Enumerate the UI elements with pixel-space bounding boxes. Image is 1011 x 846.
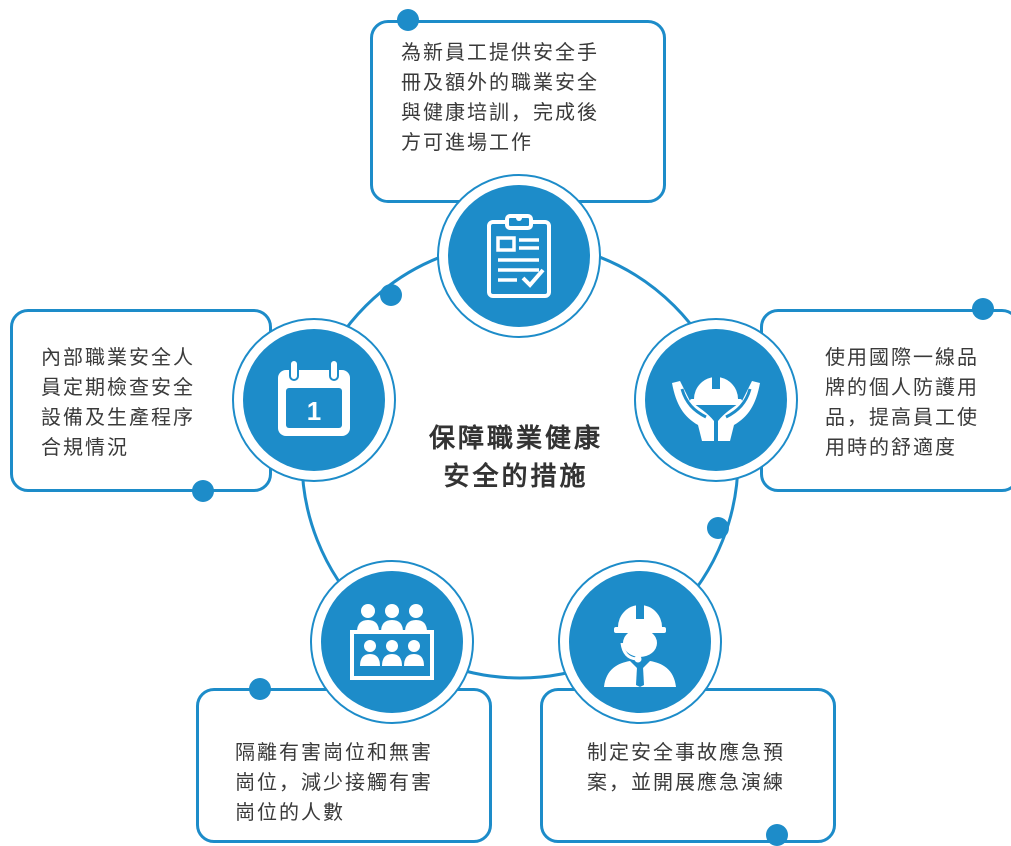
node-emergency <box>558 560 722 724</box>
box-text-line: 牌的個人防護用 <box>825 375 979 399</box>
measure-box-inspection: 內部職業安全人 員定期檢查安全 設備及生產程序 合規情況 <box>10 309 272 492</box>
box-text-line: 設備及生產程序 <box>41 405 195 429</box>
box-dot <box>397 9 419 31</box>
worker-headset-icon <box>604 605 676 687</box>
node-training <box>437 174 601 338</box>
ring-dot <box>380 284 402 306</box>
ring-dot <box>707 517 729 539</box>
box-text-line: 與健康培訓，完成後 <box>401 100 599 124</box>
box-text-line: 合規情況 <box>41 435 129 459</box>
box-text-line: 制定安全事故應急預 <box>587 740 785 764</box>
measure-box-ppe: 使用國際一線品 牌的個人防護用 品，提高員工使 用時的舒適度 <box>760 309 1011 492</box>
node-inspection: 1 <box>232 318 396 482</box>
calendar-day-number: 1 <box>307 396 321 426</box>
box-text-line: 內部職業安全人 <box>41 345 195 369</box>
box-text-line: 使用國際一線品 <box>825 345 979 369</box>
box-text-line: 員定期檢查安全 <box>41 375 195 399</box>
node-isolation <box>310 560 474 724</box>
box-dot <box>249 678 271 700</box>
box-text-line: 用時的舒適度 <box>825 435 957 459</box>
box-dot <box>766 824 788 846</box>
hands-holding-helmet-icon <box>672 375 760 441</box>
center-title: 保障職業健康 安全的措施 <box>396 420 636 496</box>
box-text-line: 為新員工提供安全手 <box>401 40 599 64</box>
measure-box-emergency: 制定安全事故應急預 案，並開展應急演練 <box>540 688 836 843</box>
box-text-line: 品，提高員工使 <box>825 405 979 429</box>
box-text-line: 案，並開展應急演練 <box>587 770 785 794</box>
measure-box-isolation: 隔離有害崗位和無害 崗位，減少接觸有害 崗位的人數 <box>196 688 492 843</box>
box-text-line: 崗位的人數 <box>235 800 345 824</box>
box-text-line: 冊及額外的職業安全 <box>401 70 599 94</box>
node-ppe <box>634 318 798 482</box>
box-text-line: 方可進場工作 <box>401 130 533 154</box>
meeting-group-icon <box>350 604 434 680</box>
box-dot <box>972 298 994 320</box>
calendar-icon: 1 <box>278 359 350 436</box>
box-text-line: 隔離有害崗位和無害 <box>235 740 433 764</box>
clipboard-checklist-icon <box>487 214 551 298</box>
box-dot <box>192 480 214 502</box>
center-title-line: 安全的措施 <box>443 462 589 492</box>
box-text-line: 崗位，減少接觸有害 <box>235 770 433 794</box>
center-title-line: 保障職業健康 <box>428 424 603 454</box>
